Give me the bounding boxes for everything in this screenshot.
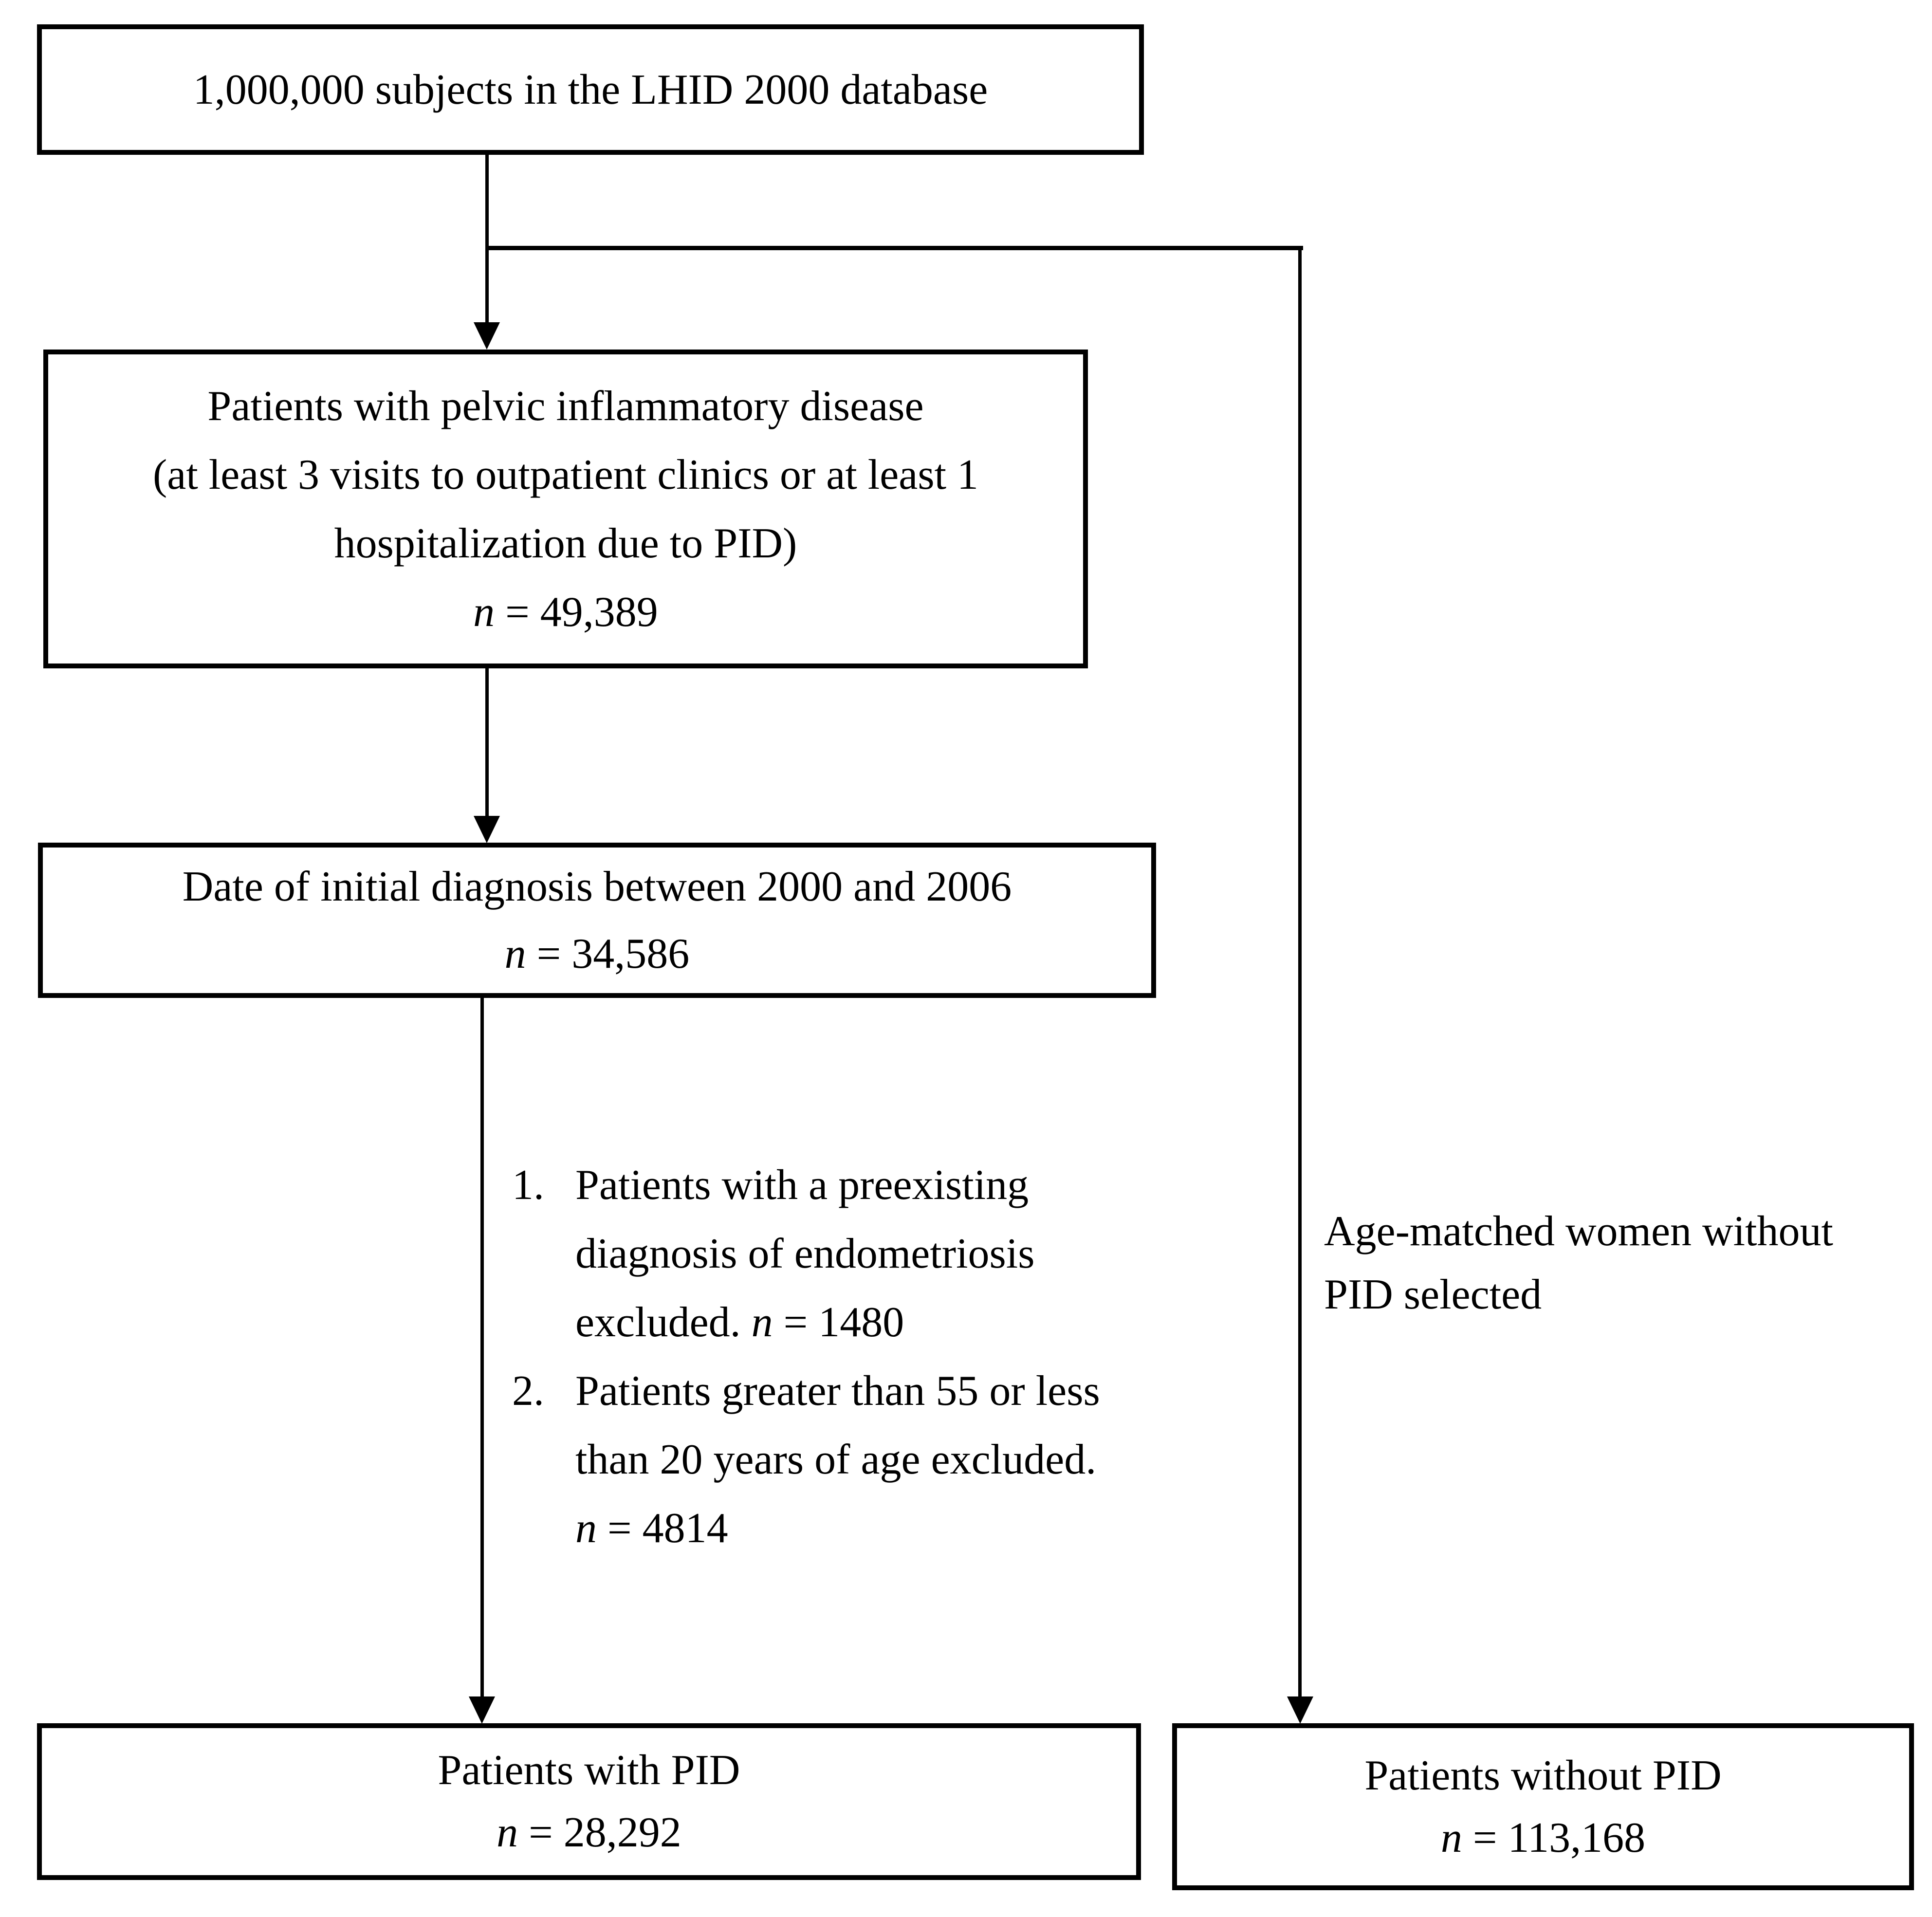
box-pid-patients-line: hospitalization due to PID)	[334, 519, 797, 567]
n-symbol: n	[473, 588, 495, 636]
n-symbol: n	[497, 1809, 518, 1856]
n-value: = 49,389	[495, 588, 658, 636]
connector-database-to-pid	[485, 155, 489, 325]
n-value: = 28,292	[518, 1809, 681, 1856]
exclusion-line-count: excluded. n = 1480	[575, 1288, 1034, 1357]
box-pid-patients-line: (at least 3 visits to outpatient clinics…	[152, 451, 979, 498]
box-with-pid-count: n = 28,292	[497, 1802, 681, 1864]
n-value: = 34,586	[526, 930, 690, 977]
age-matched-label-line: Age-matched women without	[1324, 1208, 1833, 1255]
exclusion-item-text: Patients with a preexisting diagnosis of…	[575, 1151, 1034, 1357]
arrow-down-icon	[469, 1696, 495, 1724]
age-matched-label: Age-matched women without PID selected	[1324, 1200, 1833, 1327]
exclusion-item-number: 1.	[512, 1161, 544, 1209]
exclusion-list: 1. Patients with a preexisting diagnosis…	[512, 1151, 1242, 1563]
exclusion-item-2: 2. Patients greater than 55 or less than…	[512, 1357, 1242, 1563]
exclusion-line: Patients greater than 55 or less	[575, 1367, 1100, 1415]
arrow-down-icon	[474, 816, 500, 843]
box-lhid-database: 1,000,000 subjects in the LHID 2000 data…	[37, 24, 1144, 155]
exclusion-item-number: 2.	[512, 1367, 544, 1415]
box-with-pid-line: Patients with PID	[438, 1747, 740, 1794]
connector-pid-to-date	[485, 668, 489, 816]
box-lhid-database-text: 1,000,000 subjects in the LHID 2000 data…	[193, 66, 988, 113]
exclusion-line: Patients with a preexisting	[575, 1161, 1029, 1209]
age-matched-label-line: PID selected	[1324, 1271, 1542, 1318]
exclusion-line: diagnosis of endometriosis	[575, 1230, 1035, 1277]
connector-branch-horizontal	[487, 246, 1303, 250]
exclusion-line-count: n = 4814	[575, 1494, 1100, 1563]
n-symbol: n	[1440, 1814, 1462, 1862]
box-pid-patients-line: Patients with pelvic inflammatory diseas…	[207, 382, 924, 430]
n-symbol: n	[504, 930, 526, 977]
exclusion-count-prefix: excluded.	[575, 1299, 752, 1346]
box-diagnosis-date-count: n = 34,586	[505, 921, 690, 988]
n-symbol: n	[575, 1505, 597, 1552]
box-pid-patients-count: n = 49,389	[473, 578, 658, 646]
n-symbol: n	[751, 1299, 773, 1346]
box-without-pid-line: Patients without PID	[1364, 1751, 1722, 1799]
box-pid-patients: Patients with pelvic inflammatory diseas…	[43, 350, 1088, 668]
n-value: = 1480	[773, 1299, 904, 1346]
box-without-pid-count: n = 113,168	[1441, 1807, 1645, 1869]
box-patients-without-pid: Patients without PID n = 113,168	[1172, 1723, 1914, 1890]
n-value: = 113,168	[1462, 1814, 1646, 1862]
box-diagnosis-date: Date of initial diagnosis between 2000 a…	[38, 843, 1156, 998]
box-patients-with-pid: Patients with PID n = 28,292	[37, 1723, 1141, 1880]
exclusion-item-text: Patients greater than 55 or less than 20…	[575, 1357, 1100, 1563]
arrow-down-icon	[474, 322, 500, 350]
exclusion-item-1: 1. Patients with a preexisting diagnosis…	[512, 1151, 1242, 1357]
connector-branch-vertical	[1298, 246, 1302, 1697]
connector-date-to-withpid	[480, 998, 484, 1696]
arrow-down-icon	[1287, 1696, 1313, 1724]
box-diagnosis-date-line: Date of initial diagnosis between 2000 a…	[182, 863, 1012, 910]
exclusion-line: than 20 years of age excluded.	[575, 1436, 1097, 1483]
n-value: = 4814	[597, 1505, 728, 1552]
